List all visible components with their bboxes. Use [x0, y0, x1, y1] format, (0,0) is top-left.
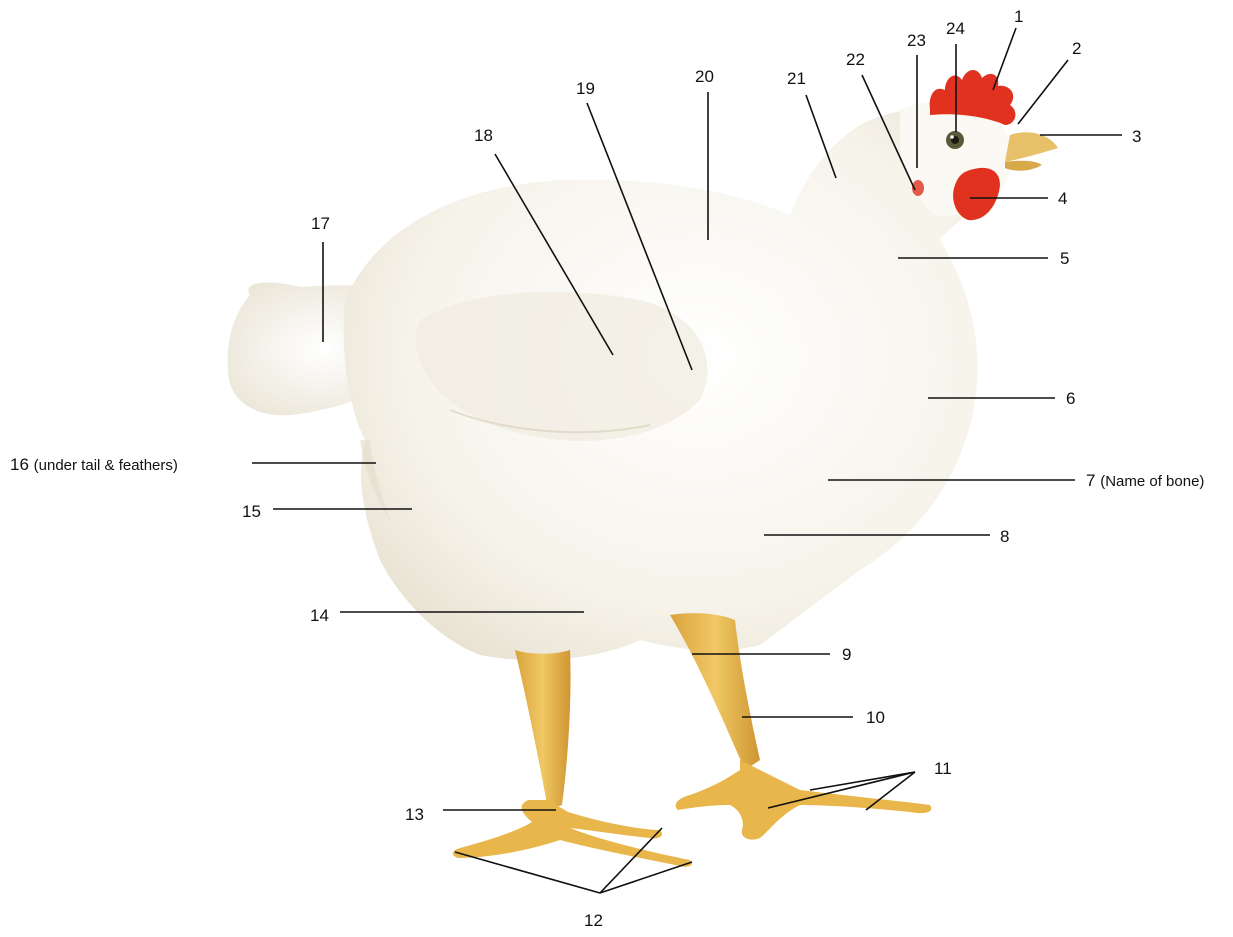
label-10: 10: [866, 709, 885, 726]
chicken-illustration: [228, 70, 1058, 867]
label-14: 14: [310, 607, 329, 624]
label-16-number: 16: [10, 455, 29, 474]
label-7-number: 7: [1086, 471, 1095, 490]
label-22: 22: [846, 51, 865, 68]
label-21: 21: [787, 70, 806, 87]
label-16: 16 (under tail & feathers): [10, 456, 178, 473]
label-20: 20: [695, 68, 714, 85]
label-7: 7 (Name of bone): [1086, 472, 1204, 489]
leader-1: [993, 28, 1016, 90]
label-12: 12: [584, 912, 603, 929]
leader-11b: [810, 772, 915, 790]
beak: [1005, 132, 1058, 162]
label-15: 15: [242, 503, 261, 520]
label-6: 6: [1066, 390, 1075, 407]
label-18: 18: [474, 127, 493, 144]
label-9: 9: [842, 646, 851, 663]
label-24: 24: [946, 20, 965, 37]
label-17: 17: [311, 215, 330, 232]
label-5: 5: [1060, 250, 1069, 267]
label-11: 11: [934, 760, 952, 777]
label-7-note: (Name of bone): [1100, 473, 1204, 490]
near-leg: [515, 650, 571, 810]
leader-2: [1018, 60, 1068, 124]
label-8: 8: [1000, 528, 1009, 545]
label-1: 1: [1014, 8, 1023, 25]
leader-12a: [455, 852, 600, 893]
label-16-note: (under tail & feathers): [34, 457, 178, 474]
label-2: 2: [1072, 40, 1081, 57]
label-4: 4: [1058, 190, 1067, 207]
label-19: 19: [576, 80, 595, 97]
label-23: 23: [907, 32, 926, 49]
label-3: 3: [1132, 128, 1141, 145]
label-13: 13: [405, 806, 424, 823]
